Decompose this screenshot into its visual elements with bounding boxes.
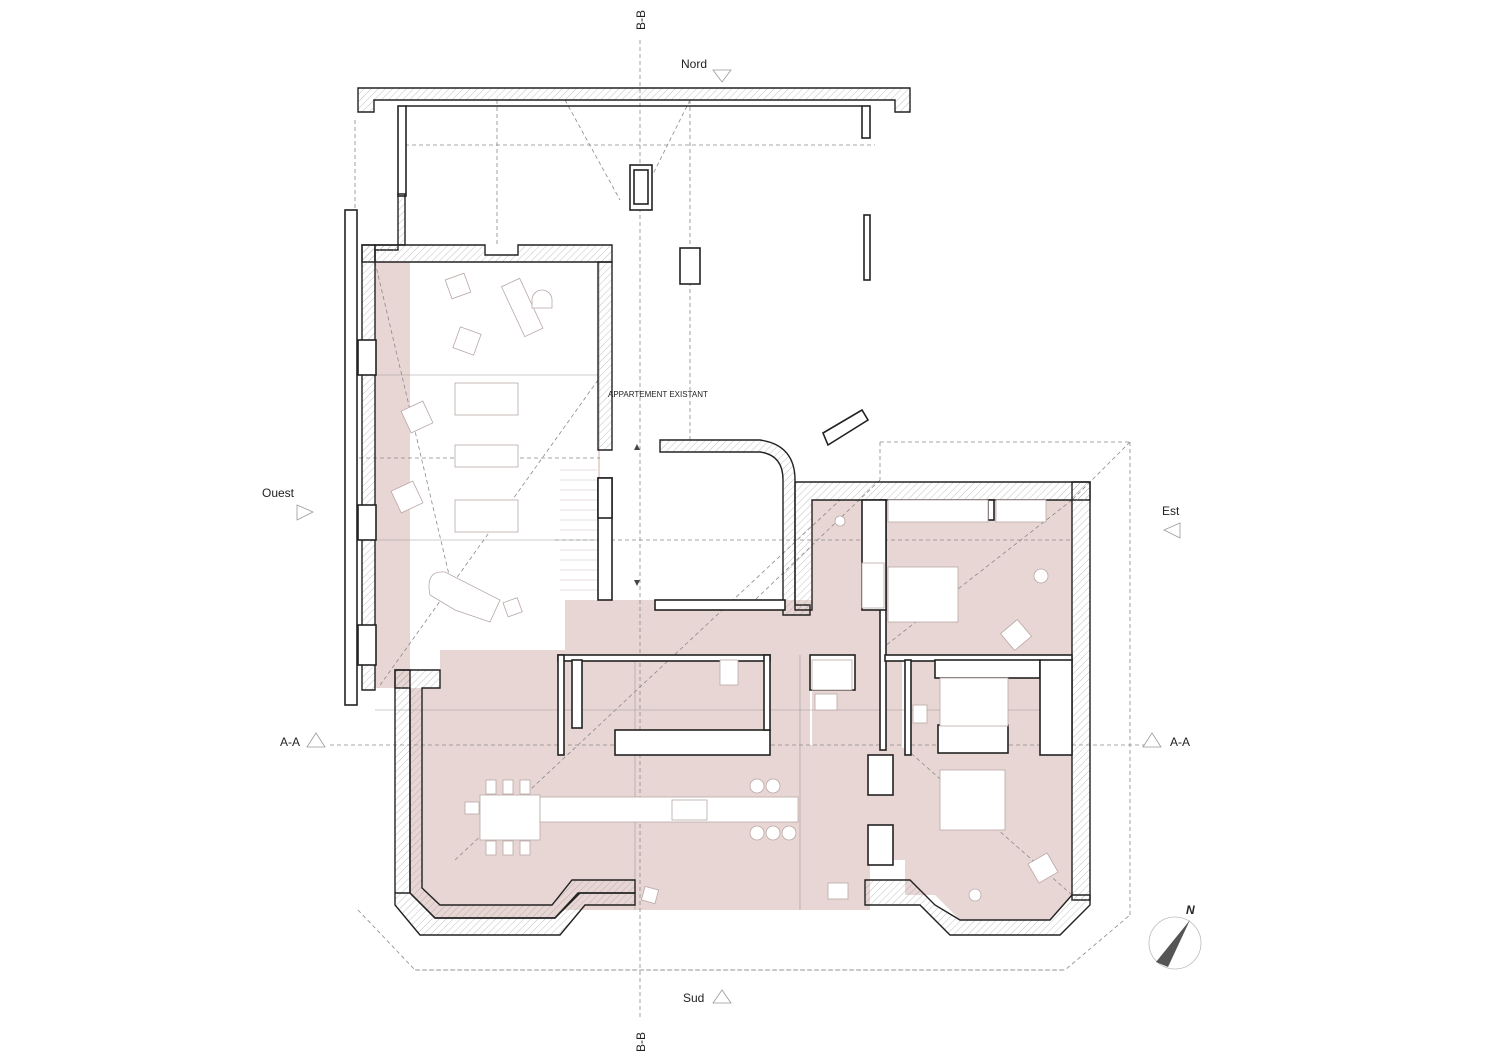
compass-north-letter: N — [1186, 903, 1195, 917]
double-bed — [939, 769, 1006, 831]
north-label: Nord — [681, 57, 707, 71]
section-aa-left-label: A-A — [280, 735, 300, 749]
east-wall — [1071, 481, 1091, 901]
piano-bench — [502, 597, 523, 618]
toilet — [912, 704, 928, 724]
sofa — [454, 382, 519, 416]
stool — [968, 888, 982, 902]
armchair — [999, 618, 1033, 652]
north-marker-icon — [712, 69, 732, 83]
double-bed — [887, 566, 959, 623]
sofa — [454, 499, 519, 533]
cooktop — [671, 799, 708, 821]
annotations: B-B B-B Nord Sud Ouest Est A-A A-A APPAR… — [262, 10, 1190, 1052]
section-aa-right-label: A-A — [1170, 735, 1190, 749]
furniture — [390, 272, 1059, 905]
south-label: Sud — [683, 991, 704, 1005]
south-wall-left — [394, 669, 636, 936]
armchair — [1027, 852, 1059, 884]
north-wall — [357, 87, 911, 113]
east-marker-icon — [1163, 522, 1181, 539]
west-label: Ouest — [262, 486, 295, 500]
stair-core-wall — [659, 439, 811, 616]
wardrobe — [861, 562, 885, 609]
west-wall — [361, 244, 376, 691]
section-aa-right-marker-icon — [1142, 732, 1162, 748]
armchair — [400, 400, 434, 434]
grand-piano — [428, 571, 501, 623]
southeast-bay-wall — [864, 879, 1091, 936]
stair-down-arrow-icon — [634, 580, 640, 586]
stool — [834, 515, 846, 527]
ottoman — [827, 882, 849, 900]
central-wall — [597, 261, 613, 451]
armchair — [390, 480, 424, 514]
stair-up-arrow-icon — [634, 444, 640, 450]
compass-needle-icon — [1156, 920, 1190, 967]
west-wing-north-wall — [374, 244, 613, 263]
east-label: Est — [1162, 504, 1180, 518]
west-marker-icon — [296, 504, 314, 521]
west-strip — [375, 262, 410, 688]
compass: N — [1148, 903, 1202, 970]
bar-stools — [749, 778, 797, 841]
kitchen-island — [539, 796, 799, 823]
armchair — [444, 272, 472, 300]
chaise-longue — [500, 277, 544, 338]
armchair — [640, 885, 660, 905]
bathtub — [814, 693, 838, 711]
section-bb-top-label: B-B — [634, 10, 648, 30]
section-bb-bottom-label: B-B — [634, 1032, 648, 1052]
shower — [811, 659, 853, 691]
existing-apartment-label: APPARTEMENT EXISTANT — [608, 390, 708, 399]
toilet — [719, 659, 739, 686]
desk — [887, 499, 989, 523]
section-aa-left-marker-icon — [306, 732, 326, 748]
compass-ring-icon — [1148, 916, 1202, 970]
stool — [1033, 568, 1049, 584]
dining-table — [479, 794, 541, 841]
shelf — [995, 499, 1047, 523]
round-table — [531, 289, 553, 309]
armchair — [452, 326, 482, 356]
coffee-table — [454, 444, 519, 468]
south-marker-icon — [712, 989, 732, 1004]
staircase — [560, 444, 640, 591]
vanity — [939, 677, 1009, 727]
